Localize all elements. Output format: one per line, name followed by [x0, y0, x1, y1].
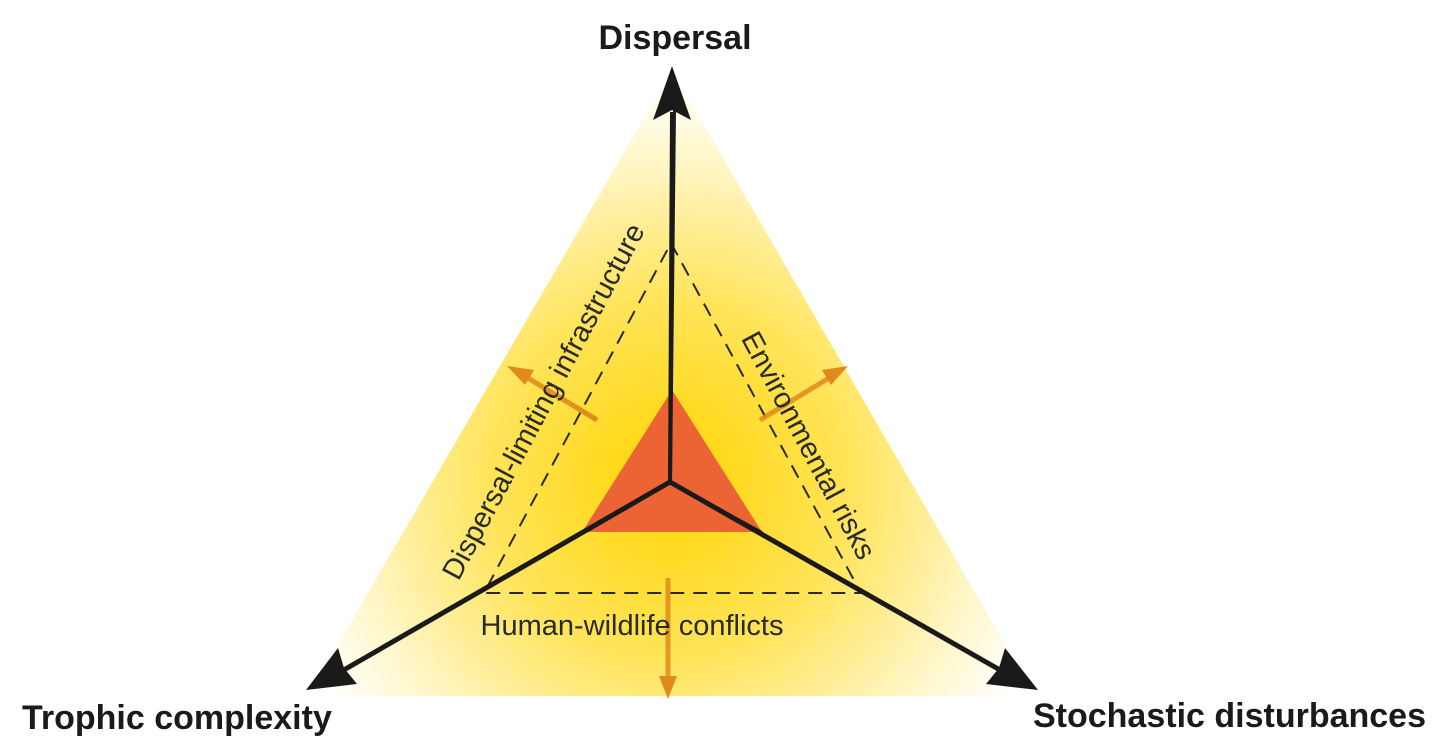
pressure-arrow-bottom: [659, 578, 677, 699]
axis-stochastic-disturbances: [668, 479, 1038, 690]
center-line-right: [669, 481, 763, 533]
label-human-wildlife-conflicts: Human-wildlife conflicts: [481, 610, 784, 642]
center-line-left: [581, 481, 671, 533]
label-trophic-complexity: Trophic complexity: [22, 699, 332, 737]
label-stochastic-disturbances: Stochastic disturbances: [1033, 697, 1426, 735]
axis-dispersal: [653, 66, 691, 483]
label-dispersal: Dispersal: [598, 19, 751, 57]
dashed-triangle: [482, 240, 863, 594]
pressure-arrow-left: [507, 366, 599, 423]
pressure-arrow-right: [758, 366, 848, 423]
